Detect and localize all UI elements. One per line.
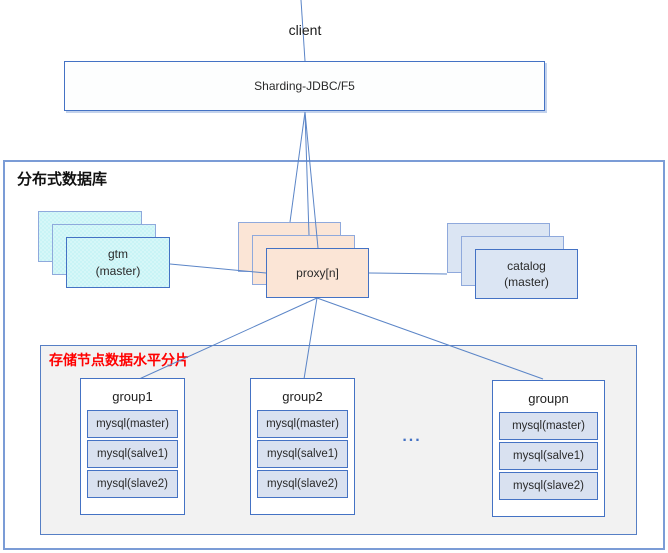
distributed-db-label: 分布式数据库 xyxy=(17,171,108,188)
group1-title: group1 xyxy=(112,388,153,404)
gtm-label-line1: gtm xyxy=(107,247,128,262)
group2-box: group2 mysql(master) mysql(salve1) mysql… xyxy=(250,378,355,515)
groupn-title: groupn xyxy=(528,390,569,406)
groupn-rows: mysql(master) mysql(salve1) mysql(slave2… xyxy=(493,412,604,500)
proxy-label: proxy[n] xyxy=(296,265,339,280)
storage-shard-label: 存储节点数据水平分片 xyxy=(49,352,189,368)
sharding-jdbc-box: Sharding-JDBC/F5 xyxy=(64,61,545,111)
mysql-node: mysql(slave2) xyxy=(499,472,598,500)
group2-rows: mysql(master) mysql(salve1) mysql(slave2… xyxy=(251,410,354,498)
group1-rows: mysql(master) mysql(salve1) mysql(slave2… xyxy=(81,410,184,498)
mysql-node: mysql(master) xyxy=(257,410,348,438)
mysql-node: mysql(slave2) xyxy=(257,470,348,498)
mysql-node: mysql(master) xyxy=(87,410,178,438)
mysql-node: mysql(salve1) xyxy=(499,442,598,470)
catalog-label-line2: (master) xyxy=(504,275,549,289)
mysql-node: mysql(master) xyxy=(499,412,598,440)
mysql-node: mysql(slave2) xyxy=(87,470,178,498)
group2-title: group2 xyxy=(282,388,323,404)
mysql-node: mysql(salve1) xyxy=(87,440,178,468)
catalog-label-line1: catalog xyxy=(507,258,546,273)
sharding-jdbc-label: Sharding-JDBC/F5 xyxy=(254,79,355,93)
proxy-box: proxy[n] xyxy=(266,248,369,298)
client-label: client xyxy=(288,22,322,38)
gtm-master-box: gtm (master) xyxy=(66,237,170,288)
mysql-node: mysql(salve1) xyxy=(257,440,348,468)
group1-box: group1 mysql(master) mysql(salve1) mysql… xyxy=(80,378,185,515)
groupn-box: groupn mysql(master) mysql(salve1) mysql… xyxy=(492,380,605,517)
catalog-master-box: catalog (master) xyxy=(475,249,578,299)
gtm-label-line2: (master) xyxy=(95,263,141,278)
groups-ellipsis: ... xyxy=(402,428,422,445)
